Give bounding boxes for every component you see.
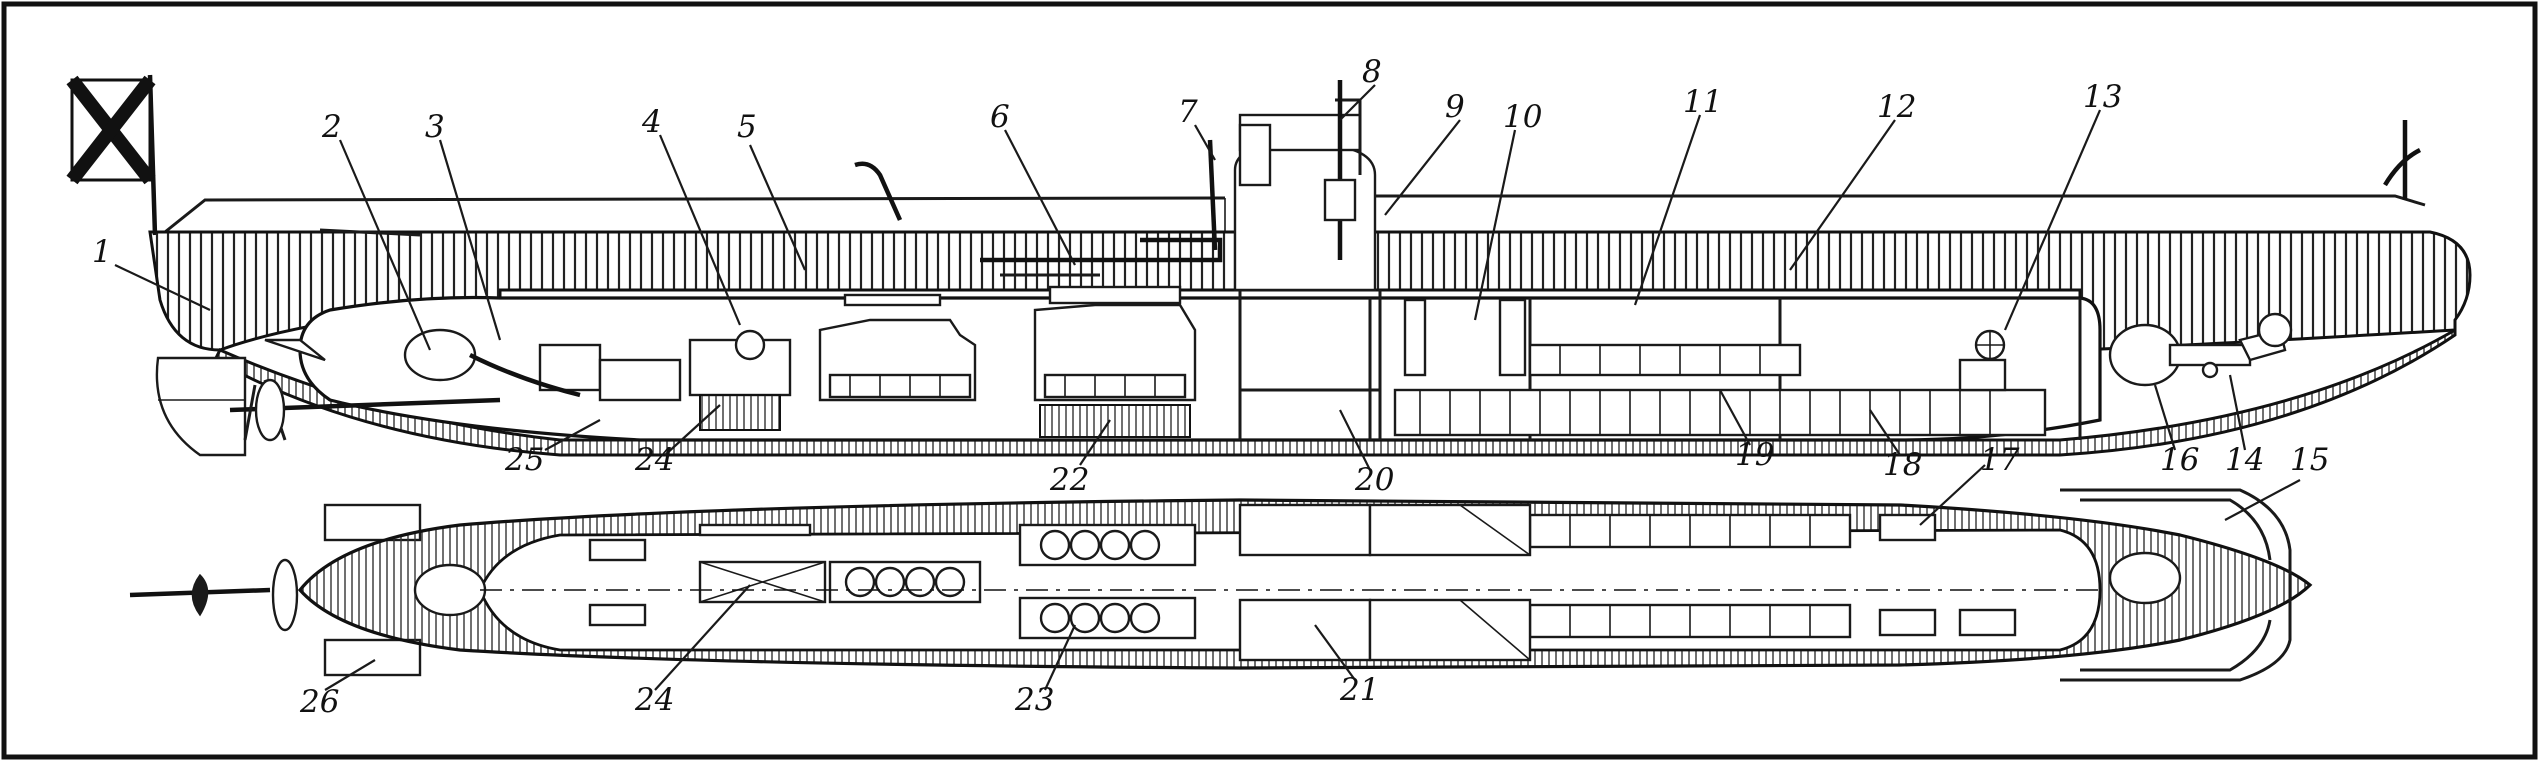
callout-2: 2 — [321, 109, 342, 145]
periscope — [854, 161, 903, 221]
callout-8: 8 — [1362, 54, 1382, 90]
callout-17: 17 — [1980, 442, 2020, 478]
callout-11: 11 — [1683, 84, 1722, 120]
diesel-engines-plan — [1018, 523, 1197, 640]
diesel-engines-side — [818, 285, 1197, 438]
callout-9: 9 — [1445, 89, 1465, 125]
callout-4: 4 — [641, 104, 662, 140]
callout-16: 16 — [2160, 442, 2199, 478]
side-elevation-view — [66, 74, 2472, 457]
battery-bank-side — [1393, 343, 2047, 437]
deck-crane — [1207, 139, 1218, 251]
stern-flag — [66, 74, 158, 236]
callout-24: 24 — [634, 442, 674, 478]
callout-19: 19 — [1735, 437, 1774, 473]
callout-5: 5 — [737, 109, 757, 145]
callout-24b: 24 — [634, 682, 674, 718]
motor-plan — [698, 560, 982, 604]
callout-20: 20 — [1354, 462, 1394, 498]
callout-23: 23 — [1014, 682, 1054, 718]
leader-lines — [114, 84, 2301, 691]
callout-13: 13 — [2083, 79, 2122, 115]
conning-tower — [1233, 80, 1382, 440]
stern-rudder — [155, 338, 501, 457]
helm-wheel — [1958, 329, 2007, 392]
callout-18: 18 — [1883, 447, 1922, 483]
pressure-hull-lower — [213, 327, 2457, 457]
callout-10: 10 — [1503, 99, 1542, 135]
callout-1: 1 — [92, 234, 112, 270]
callout-22: 22 — [1049, 462, 1089, 498]
callout-labels: 1 2 3 4 5 6 7 8 9 10 11 12 13 14 15 16 1… — [92, 54, 2329, 720]
callout-21: 21 — [1339, 672, 1379, 708]
callout-3: 3 — [425, 109, 445, 145]
battery-bank-plan — [1528, 513, 1852, 639]
plan-view — [129, 488, 2313, 682]
bow-torpedo-section — [2108, 312, 2293, 387]
stern-machinery — [403, 328, 792, 431]
callout-26: 26 — [299, 684, 339, 720]
callout-15: 15 — [2290, 442, 2329, 478]
callout-14: 14 — [2225, 442, 2264, 478]
callout-6: 6 — [990, 99, 1010, 135]
callout-25: 25 — [504, 442, 544, 478]
callout-12: 12 — [1877, 89, 1916, 125]
callout-7: 7 — [1178, 94, 1198, 130]
